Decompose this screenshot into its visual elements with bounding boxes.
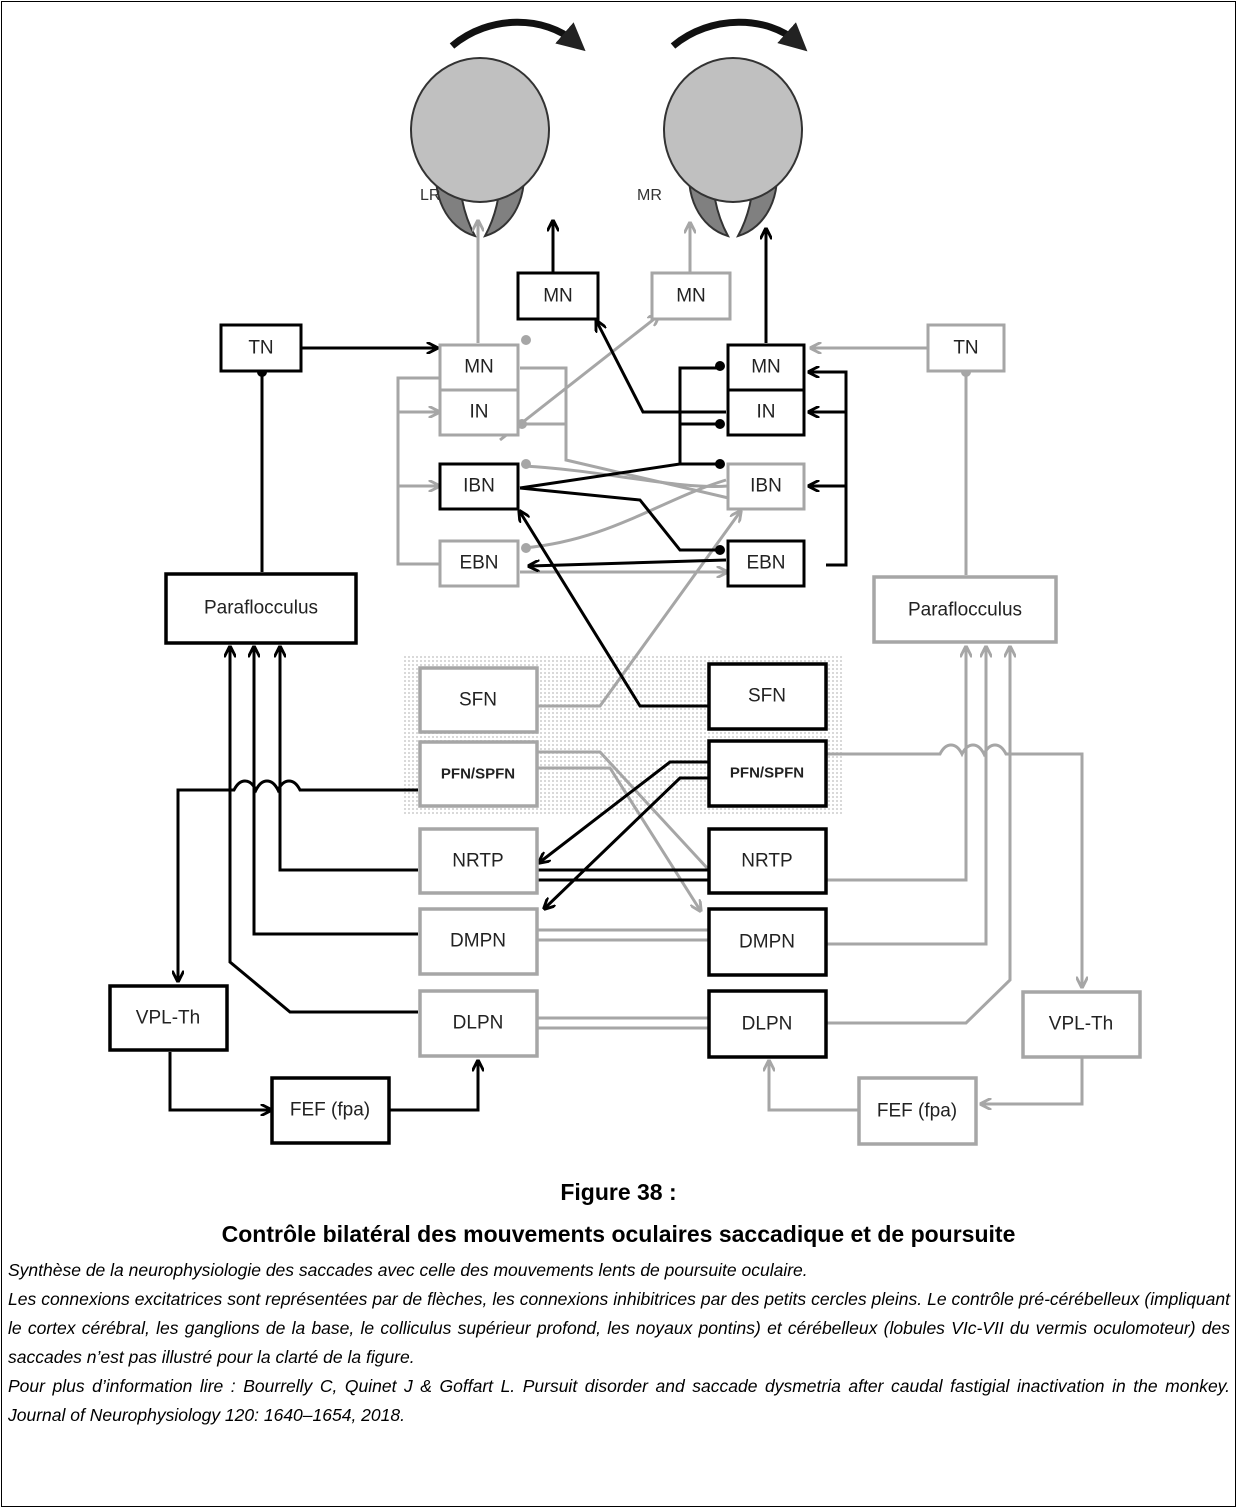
pfn-left-box [418, 740, 539, 808]
paraflocculus-left-label: Paraflocculus [204, 598, 318, 619]
ibn-right-box [726, 462, 806, 511]
nrtp-right-box [707, 827, 828, 895]
nrtp-left-box [418, 827, 539, 895]
paraflocculus-right-label: Paraflocculus [908, 600, 1022, 621]
vplth-right-label: VPL-Th [1049, 1014, 1113, 1035]
tn-right-label: TN [953, 338, 978, 359]
ebn-left-box [438, 539, 520, 588]
tn-left-label: TN [248, 338, 273, 359]
ebn-right-label: EBN [746, 553, 785, 574]
caption-paragraph-1: Synthèse de la neurophysiologie des sacc… [8, 1260, 808, 1280]
mn-top-left-box [516, 271, 600, 321]
pfn-right-label: PFN/SPFN [730, 765, 804, 782]
mn-right-box [726, 343, 806, 392]
caption-paragraph-3: Pour plus d’information lire : Bourrelly… [8, 1376, 1230, 1425]
sfn-right-label: SFN [748, 686, 786, 707]
tn-left-box [219, 323, 303, 373]
in-right-box [726, 388, 806, 437]
sfn-left-box [418, 666, 539, 734]
dlpn-right-label: DLPN [742, 1014, 793, 1035]
pfn-left-label: PFN/SPFN [441, 766, 515, 783]
ibn-left-box [438, 462, 520, 511]
dlpn-left-box [418, 989, 539, 1058]
oculomotor-diagram: LR MR [108, 18, 1142, 1146]
figure-caption: Synthèse de la neurophysiologie des sacc… [8, 1256, 1230, 1430]
mn-right-label: MN [751, 357, 781, 378]
in-left-label: IN [470, 402, 489, 423]
paraflocculus-left-box [164, 572, 358, 645]
dlpn-left-label: DLPN [453, 1013, 504, 1034]
mn-top-right-box [650, 271, 732, 321]
nrtp-left-label: NRTP [452, 851, 503, 872]
figure-title: Figure 38 : [560, 1179, 677, 1205]
dmpn-left-label: DMPN [450, 931, 506, 952]
fef-left-box [270, 1076, 391, 1145]
right-eye [663, 18, 808, 238]
vplth-right-box [1021, 990, 1142, 1059]
grey-connections [396, 222, 1082, 1112]
mr-label: MR [637, 187, 662, 204]
mn-top-right-label: MN [676, 286, 706, 307]
sfn-right-box [707, 662, 828, 731]
paraflocculus-right-box [872, 575, 1058, 644]
fef-left-label: FEF (fpa) [290, 1100, 370, 1121]
sfn-left-label: SFN [459, 690, 497, 711]
ebn-right-box [726, 539, 806, 588]
lr-label: LR [420, 187, 440, 204]
ebn-left-label: EBN [459, 553, 498, 574]
dmpn-right-label: DMPN [739, 932, 795, 953]
vplth-left-box [108, 984, 229, 1052]
fef-right-box [857, 1076, 978, 1146]
caption-paragraph-2: Les connexions excitatrices sont représe… [8, 1289, 1230, 1367]
mn-top-left-label: MN [543, 286, 573, 307]
fef-right-label: FEF (fpa) [877, 1101, 957, 1122]
black-connections [168, 222, 848, 1110]
vplth-left-label: VPL-Th [136, 1008, 200, 1029]
dlpn-right-box [707, 989, 828, 1059]
dmpn-right-box [707, 907, 828, 977]
in-left-box [438, 388, 520, 437]
dmpn-left-box [418, 907, 539, 976]
mn-left-label: MN [464, 357, 494, 378]
nrtp-right-label: NRTP [741, 851, 792, 872]
left-eye [410, 18, 586, 238]
tn-right-box [926, 323, 1006, 373]
figure-subtitle: Contrôle bilatéral des mouvements oculai… [221, 1221, 1016, 1247]
ibn-left-label: IBN [463, 476, 495, 497]
pfn-right-box [707, 739, 828, 808]
in-right-label: IN [757, 402, 776, 423]
ibn-right-label: IBN [750, 476, 782, 497]
